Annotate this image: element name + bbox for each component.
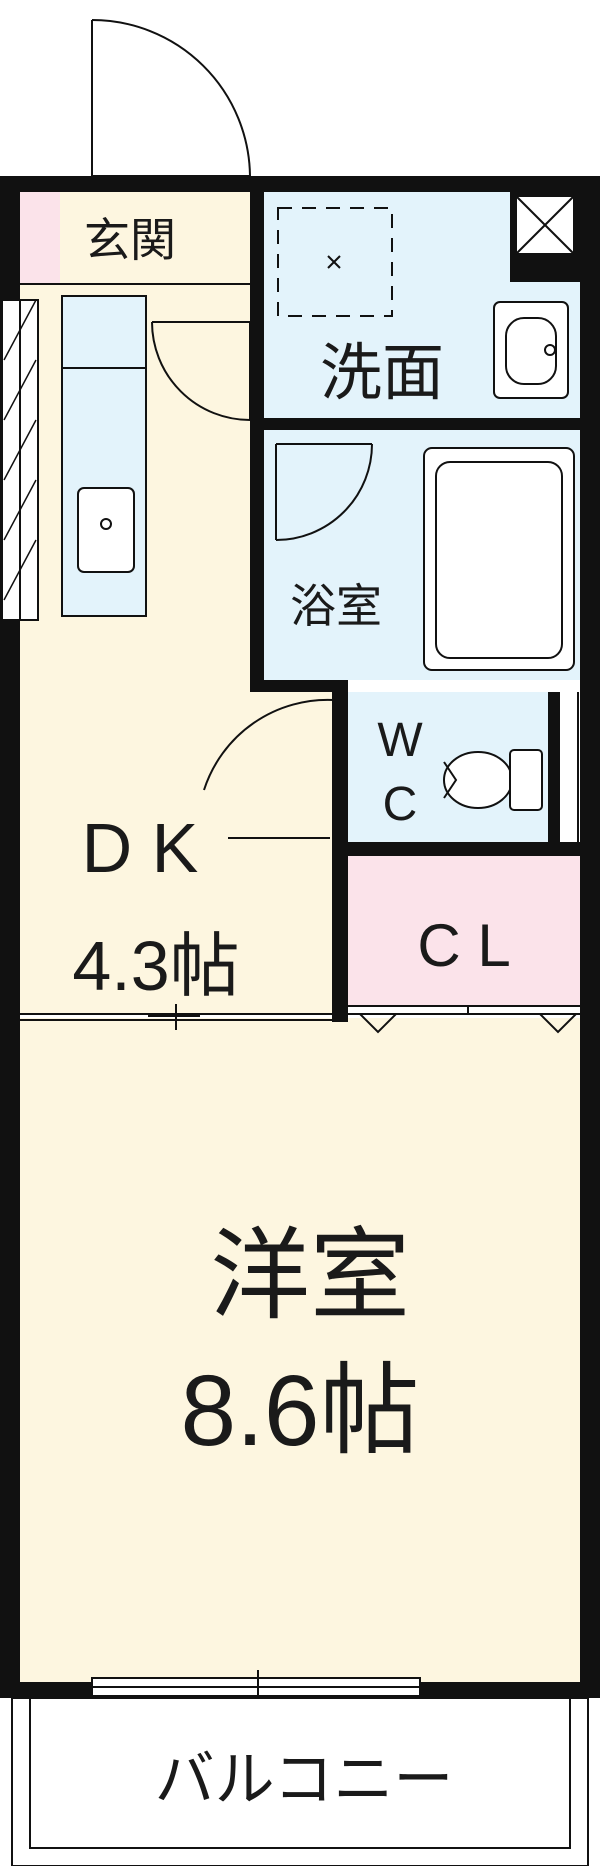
- entrance-label: 玄関: [84, 214, 176, 266]
- bathroom-label: 浴室: [290, 580, 382, 632]
- closet-hinges: [359, 1006, 577, 1034]
- left-window: [1, 299, 39, 621]
- thin-dividers: [20, 283, 580, 1021]
- toilet-label-c: C: [383, 778, 418, 831]
- dk-name-label: D K: [82, 809, 199, 887]
- duct-cross: [515, 195, 575, 255]
- balcony: [11, 1697, 589, 1866]
- balcony-label: バルコニー: [155, 1746, 454, 1813]
- toilet: [443, 749, 543, 811]
- bathroom-door: [275, 443, 373, 541]
- dk-door: [203, 698, 335, 839]
- western-room-floor: [20, 1018, 580, 1682]
- closet-floor: [348, 856, 580, 1006]
- bathtub: [423, 447, 575, 671]
- washroom-door: [151, 321, 251, 421]
- western-room-size-label: 8.6帖: [180, 1355, 419, 1467]
- entrance-door: [91, 19, 251, 177]
- western-room-name-label: 洋室: [210, 1220, 410, 1332]
- entrance-floor: [60, 192, 250, 284]
- washroom-label: 洗面: [320, 339, 444, 408]
- closet-label: C L: [417, 912, 510, 979]
- wash-basin: [493, 301, 569, 399]
- balcony-window: [91, 1670, 421, 1706]
- toilet-label-w: W: [377, 714, 423, 767]
- dk-size-label: 4.3帖: [72, 927, 239, 1005]
- kitchen-sink: [62, 367, 146, 573]
- washing-machine-space: [277, 207, 393, 317]
- sliding-door-marks: [148, 1004, 200, 1030]
- entrance-pink-strip: [20, 192, 60, 284]
